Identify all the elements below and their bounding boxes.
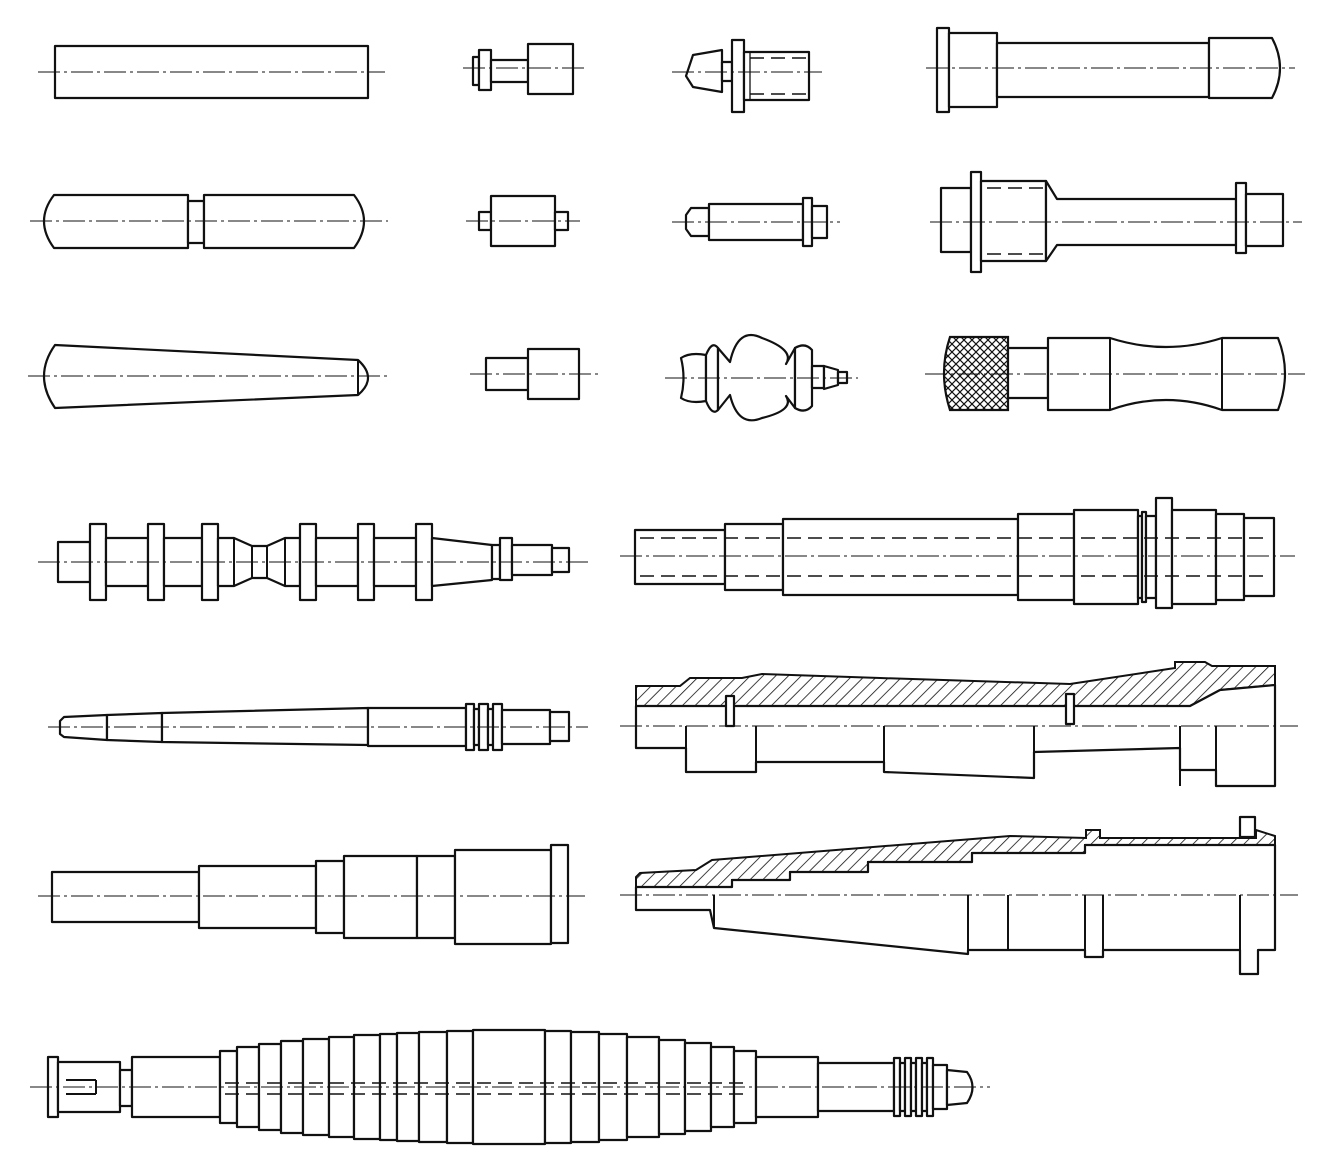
bored-hub-section bbox=[620, 661, 1298, 788]
plain-cylindrical-pin bbox=[38, 44, 385, 100]
multi-collar-spindle bbox=[38, 522, 590, 602]
headed-pin-with-rounded-end bbox=[926, 26, 1295, 114]
threaded-stud-with-collar bbox=[672, 38, 822, 114]
two-step-pin bbox=[470, 347, 600, 401]
knurled-grip-handle bbox=[925, 335, 1305, 412]
multi-step-shaft-with-flange bbox=[38, 843, 585, 946]
double-rounded-pin bbox=[30, 193, 388, 250]
turned-ornament bbox=[665, 333, 858, 422]
long-stepped-rotor-shaft bbox=[30, 1028, 990, 1146]
flanged-stepped-shaft bbox=[930, 170, 1302, 274]
tapered-bore-flanged-sleeve bbox=[620, 815, 1298, 976]
collared-needle-pin bbox=[672, 196, 840, 248]
small-stepped-pin bbox=[463, 42, 584, 96]
stepped-bush-pin bbox=[466, 194, 580, 248]
tapered-handle bbox=[28, 343, 388, 410]
long-tapered-spindle bbox=[48, 702, 588, 752]
hollow-grooved-shaft bbox=[620, 496, 1295, 610]
